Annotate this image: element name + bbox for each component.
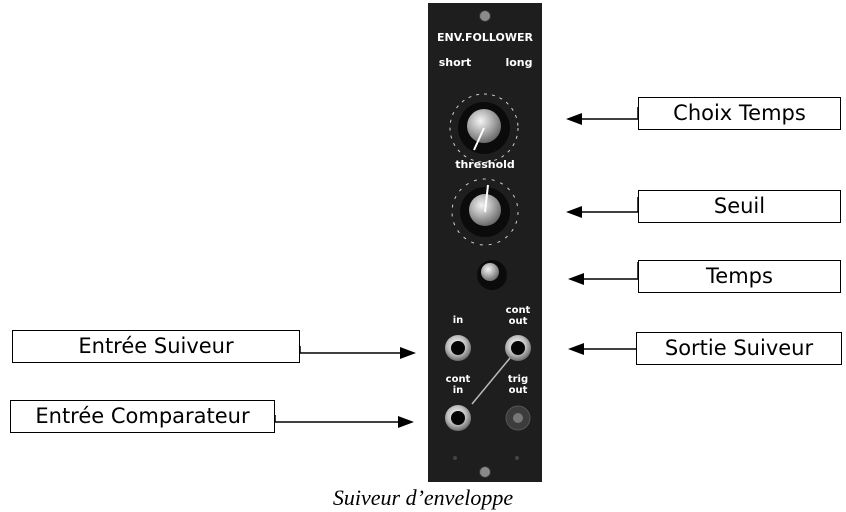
- label-seuil: Seuil: [638, 190, 841, 223]
- label-choix-temps: Choix Temps: [638, 97, 841, 130]
- knob1-long-label: long: [505, 56, 532, 69]
- jack-cont-in[interactable]: [445, 405, 471, 431]
- arrow-choix-temps: [580, 107, 638, 119]
- module-panel: ENV.FOLLOWER short long threshold in: [428, 3, 542, 482]
- threshold-label: threshold: [455, 158, 515, 171]
- arrow-seuil: [580, 197, 638, 212]
- screw-top: [480, 11, 491, 22]
- knob1-short-label: short: [439, 56, 472, 69]
- jack-cont-out[interactable]: [505, 335, 531, 361]
- module-title: ENV.FOLLOWER: [437, 31, 533, 44]
- jack-trig-out[interactable]: [506, 406, 530, 430]
- arrow-temps: [582, 262, 638, 279]
- label-sortie-suiveur: Sortie Suiveur: [636, 332, 842, 365]
- arrow-entree-suiveur: [300, 346, 402, 353]
- time-knob[interactable]: [477, 260, 507, 290]
- figure-caption: Suiveur d’enveloppe: [0, 485, 846, 511]
- jack-in-label: in: [453, 315, 464, 326]
- arrow-entree-comparateur: [275, 415, 400, 422]
- label-temps: Temps: [638, 260, 841, 293]
- jack-in[interactable]: [445, 335, 471, 361]
- label-entree-comparateur: Entrée Comparateur: [10, 400, 275, 433]
- screw-bottom: [480, 467, 491, 478]
- label-entree-suiveur: Entrée Suiveur: [12, 330, 300, 363]
